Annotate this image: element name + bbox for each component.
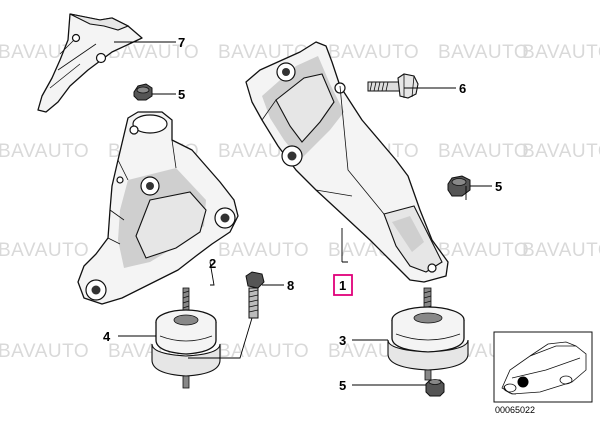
leader-lines — [114, 41, 492, 386]
callout-6: 6 — [459, 81, 466, 96]
vehicle-location-thumbnail: 00065022 — [493, 331, 593, 415]
callout-2: 2 — [209, 256, 216, 271]
heat-shield-bracket-part-7 — [37, 13, 143, 113]
watermark-text: BAVAUTO — [0, 240, 89, 261]
nut-part-5 — [447, 175, 471, 197]
rubber-engine-mount-part-4 — [151, 287, 221, 389]
engine-mount-bracket-part-2 — [77, 111, 239, 305]
watermark-text: BAVAUTO — [218, 240, 309, 261]
callout-8: 8 — [287, 278, 294, 293]
location-marker — [517, 376, 529, 388]
watermark-text: BAVAUTO — [522, 42, 600, 63]
watermark-text: BAVAUTO — [522, 240, 600, 261]
watermark-text: BAVAUTO — [438, 141, 529, 162]
callout-3: 3 — [339, 333, 346, 348]
nut-part-5 — [133, 83, 153, 101]
nut-part-5 — [425, 379, 445, 397]
watermark-text: BAVAUTO — [328, 42, 419, 63]
watermark-text: BAVAUTO — [0, 141, 89, 162]
document-number: 00065022 — [495, 405, 535, 415]
callout-5: 5 — [495, 179, 502, 194]
callout-7: 7 — [178, 35, 185, 50]
watermark-text: BAVAUTO — [218, 341, 309, 362]
callout-labels: 7 5 6 5 2 8 1 4 3 5 — [103, 35, 502, 393]
watermark-text: BAVAUTO — [0, 341, 89, 362]
callout-1: 1 — [339, 278, 346, 293]
callout-4: 4 — [103, 329, 111, 344]
watermark-text: BAVAUTO — [438, 42, 529, 63]
rubber-engine-mount-part-3 — [387, 287, 469, 381]
hex-bolt-part-6 — [367, 73, 419, 99]
callout-5: 5 — [178, 87, 185, 102]
watermark-text: BAVAUTO — [522, 141, 600, 162]
watermark-text: BAVAUTO — [108, 42, 199, 63]
engine-carrier-part-1 — [245, 41, 449, 283]
screw-part-8 — [245, 271, 265, 319]
highlight-box — [333, 274, 353, 296]
watermark-text: BAVAUTO — [438, 240, 529, 261]
callout-5: 5 — [339, 378, 346, 393]
